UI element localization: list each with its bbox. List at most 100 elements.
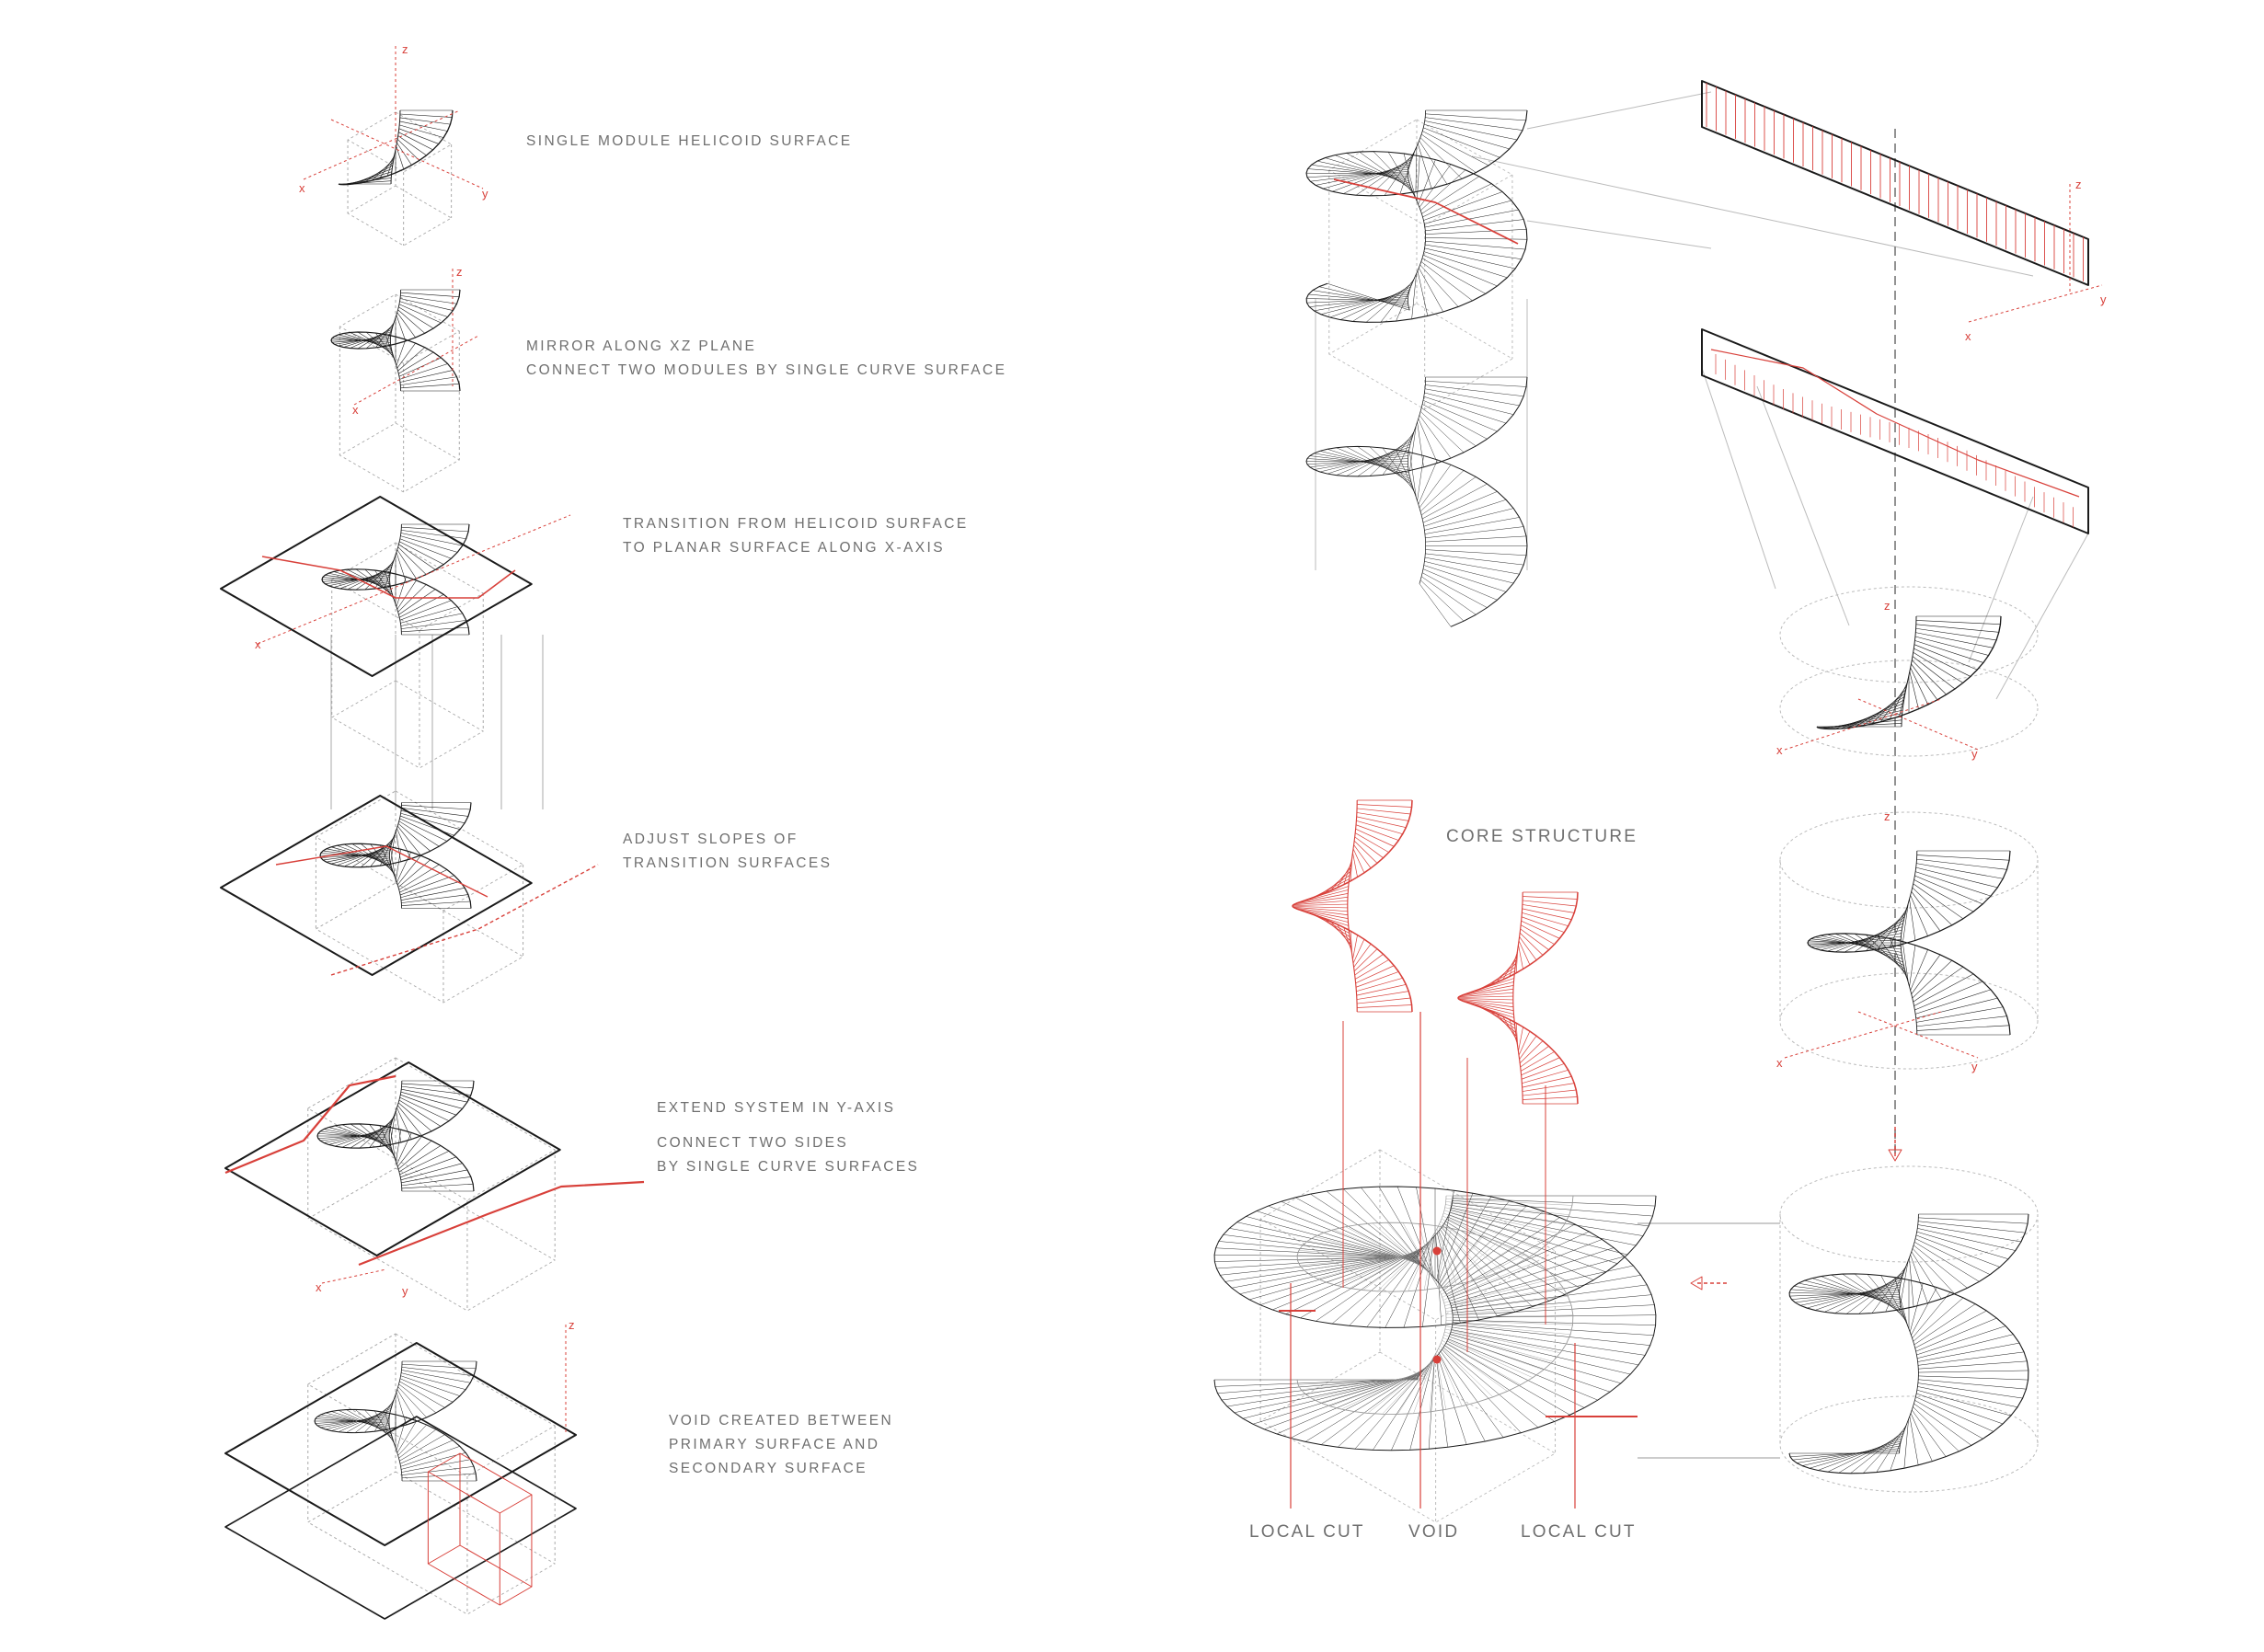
void-box-bottom: [427, 1544, 533, 1606]
helicoid-blade: [1423, 499, 1507, 527]
helicoid-blade: [399, 1434, 445, 1462]
helicoid-blade: [1377, 1239, 1431, 1291]
helicoid-blade: [397, 823, 431, 852]
helicoid-blade: [1519, 1035, 1537, 1060]
helicoid-core: [389, 802, 402, 909]
helicoid-blade: [1911, 663, 1938, 700]
helicoid-blade: [1867, 1274, 1906, 1321]
helicoid-blade: [1916, 1393, 2004, 1425]
helicoid-blade: [401, 530, 466, 539]
caption-step-5: EXTEND SYSTEM IN Y-AXIS: [657, 1096, 895, 1120]
helicoid-blade: [1382, 1361, 1431, 1415]
helicoid-blade: [1418, 459, 1438, 505]
helicoid-blade: [1320, 1371, 1427, 1404]
helicoid-step1: [338, 109, 454, 186]
helicoid-blade: [1518, 940, 1531, 965]
planar-surfaces: [220, 80, 2089, 1620]
helicoid-blade: [1915, 624, 1999, 633]
helicoid-blade: [398, 820, 440, 847]
helicoid-blade: [1396, 1186, 1432, 1276]
helicoid-blade: [1441, 1200, 1510, 1287]
helicoid-blade: [1425, 384, 1524, 396]
helicoid-blade: [1910, 667, 1929, 706]
caption-line: MIRROR ALONG XZ PLANE: [526, 338, 757, 354]
helicoid-blade: [1312, 290, 1408, 306]
helicoid-blade: [1216, 1255, 1419, 1269]
helicoid-blade: [1442, 1347, 1539, 1428]
helicoid-blade: [1458, 992, 1513, 998]
helicoid-blade: [1913, 1303, 1976, 1346]
helicoid-blade: [399, 869, 448, 893]
helicoid-blade: [1450, 1331, 1631, 1375]
helicoid-blade: [1449, 1336, 1611, 1393]
helicoid-blade: [390, 832, 396, 865]
helicoid-blade: [1451, 1275, 1641, 1309]
helicoid-blade: [1306, 298, 1408, 302]
helicoid-blade: [1329, 1369, 1427, 1407]
helicoid-blade: [1424, 561, 1514, 584]
helicoid-blade: [374, 1399, 395, 1432]
helicoid-blade: [1343, 860, 1352, 885]
helicoid-blade: [399, 815, 454, 836]
helicoid-blade: [1452, 1322, 1654, 1336]
helicoid-blade: [1353, 943, 1372, 968]
helicoid-blade: [1306, 172, 1408, 175]
helicoid-blade: [1355, 965, 1395, 984]
helicoid-blade: [1425, 381, 1527, 387]
helicoid-core: [389, 523, 402, 636]
helicoid-blade: [1523, 1096, 1578, 1100]
helicoid-blade: [1369, 446, 1414, 488]
extension-curve-left: [224, 1074, 396, 1175]
helicoid-surfaces: [314, 109, 2029, 1482]
left-arrow-head: [1690, 1276, 1703, 1291]
helicoid-blade: [1304, 1368, 1425, 1442]
helicoid-blade: [1439, 1353, 1486, 1442]
helicoid-blade: [1912, 660, 1947, 695]
helicoid-blade: [1418, 418, 1438, 464]
helicoid-blade: [1826, 934, 1902, 959]
void-label: VOID: [1408, 1522, 1460, 1542]
helicoid-blade: [1386, 1222, 1432, 1276]
helicoid-blade: [1918, 1370, 2028, 1373]
helicoid-blade: [1458, 995, 1513, 998]
helicoid-blade: [1834, 933, 1903, 963]
helicoid-edge: [1788, 1213, 2029, 1474]
helicoid-blade: [1356, 991, 1409, 1000]
core-helicoid-right: [1457, 891, 1579, 1105]
helicoid-blade: [1428, 1358, 1435, 1450]
helicoid-blade: [401, 1183, 474, 1189]
helicoid-blade: [1309, 455, 1408, 468]
helicoid-blade: [1509, 1019, 1518, 1044]
helicoid-blade: [1519, 936, 1537, 961]
helicoid-blade: [1918, 1360, 2028, 1370]
helicoid-blade: [396, 142, 412, 166]
helicoid-blade: [397, 859, 431, 888]
helicoid-blade: [1444, 1345, 1555, 1422]
helicoid-blade: [1445, 1323, 1571, 1335]
helicoid-blade: [1424, 120, 1518, 141]
helicoid-blade: [1356, 984, 1407, 996]
helicoid-core: [1423, 1195, 1447, 1381]
helicoid-blade: [401, 620, 466, 629]
helicoid-blade: [1463, 985, 1514, 996]
helicoid-blade: [1409, 425, 1417, 471]
helicoid-blade: [1439, 1223, 1488, 1277]
axis-x: [321, 1268, 387, 1284]
void-dot: [1432, 1355, 1442, 1364]
helicoid-blade: [1916, 1231, 2009, 1259]
axis-label-z: z: [569, 1318, 575, 1332]
helicoid-blade: [1256, 1210, 1421, 1265]
helicoid-blade: [1917, 1334, 2014, 1359]
helicoid-blade: [1916, 863, 2004, 879]
helicoid-blade: [1319, 451, 1409, 474]
helicoid-blade: [1876, 1425, 1907, 1473]
helicoid-blade: [400, 1446, 460, 1467]
helicoid-blade: [401, 1085, 471, 1096]
helicoid-blade: [1802, 1443, 1901, 1466]
helicoid-blade: [1285, 1246, 1424, 1314]
helicoid-blade: [1306, 298, 1408, 304]
axis-x: [353, 335, 479, 406]
helicoid-blade: [400, 295, 457, 304]
helicoid-blade: [396, 339, 407, 366]
helicoid-blade: [1453, 1198, 1656, 1207]
